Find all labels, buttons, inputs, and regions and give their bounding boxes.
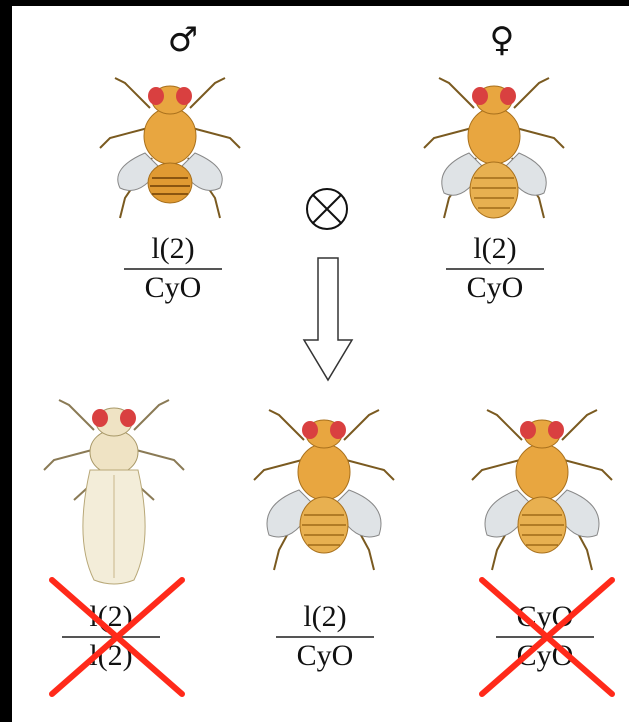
female-genotype-numerator: l(2) <box>440 232 550 266</box>
lethal-cross-mark-2-icon <box>472 572 622 702</box>
female-fly-icon <box>414 58 574 228</box>
female-genotype: l(2) CyO <box>440 232 550 305</box>
offspring-2-denominator: CyO <box>270 639 380 673</box>
offspring-2-numerator: l(2) <box>270 600 380 634</box>
lethal-cross-mark-1-icon <box>42 572 192 702</box>
male-genotype-denominator: CyO <box>118 271 228 305</box>
male-fly-icon <box>90 58 250 228</box>
male-genotype: l(2) CyO <box>118 232 228 305</box>
offspring-fly-1-icon <box>34 390 194 590</box>
cross-symbol-icon <box>304 186 350 232</box>
offspring-genotype-2: l(2) CyO <box>270 600 380 673</box>
male-symbol: ♂ <box>153 20 213 60</box>
offspring-fly-3-icon <box>462 400 622 580</box>
fraction-bar <box>446 268 544 270</box>
fraction-bar <box>276 636 374 638</box>
fraction-bar <box>124 268 222 270</box>
female-symbol: ♀ <box>472 20 532 60</box>
offspring-fly-2-icon <box>244 400 404 580</box>
down-arrow-icon <box>302 256 354 382</box>
male-genotype-numerator: l(2) <box>118 232 228 266</box>
female-genotype-denominator: CyO <box>440 271 550 305</box>
cross-diagram: ♂ ♀ l(2) CyO <box>12 6 629 722</box>
